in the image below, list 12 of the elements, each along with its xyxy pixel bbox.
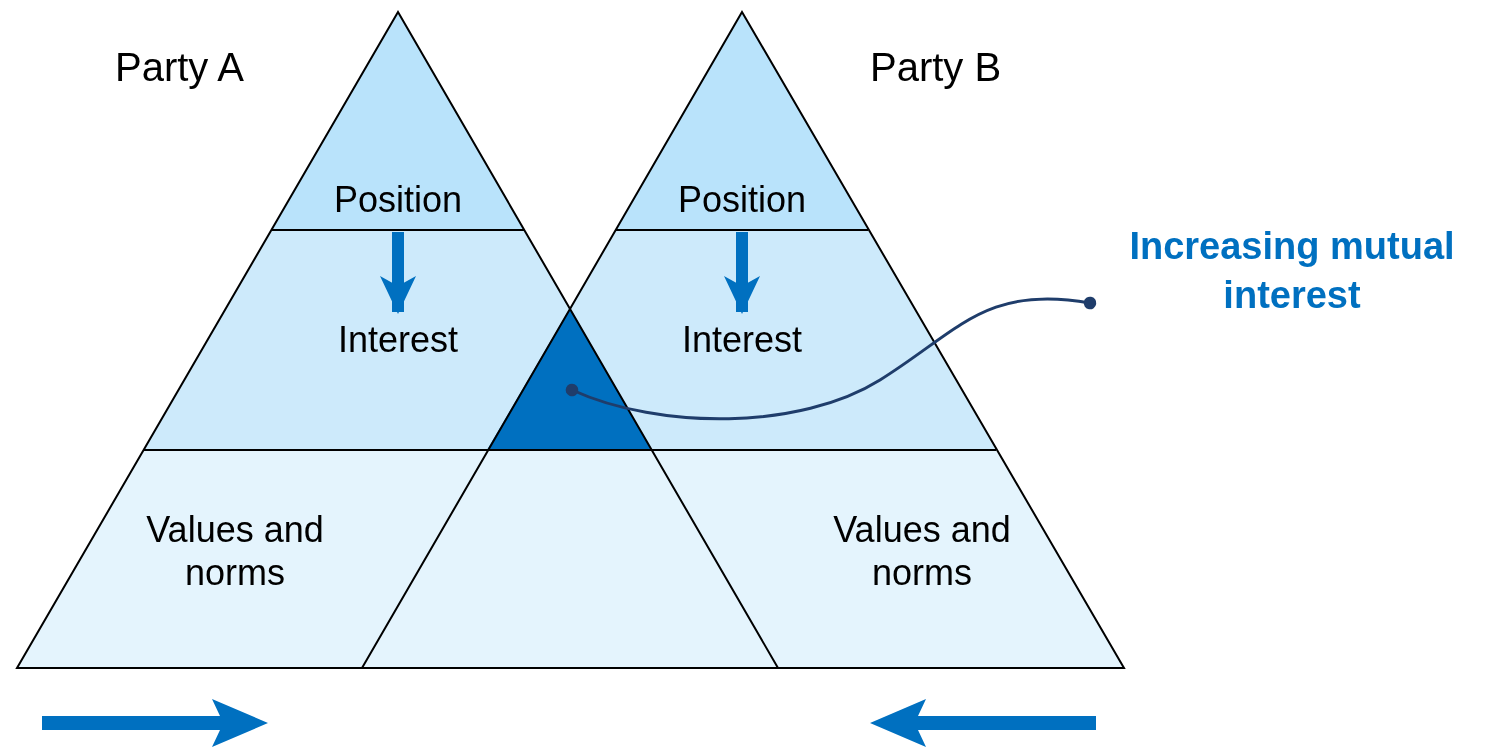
party-label: Party B	[870, 45, 1002, 90]
callout-text: Increasing mutual interest	[1092, 222, 1492, 332]
band-label: Interest	[682, 318, 803, 362]
band-label: Position	[678, 178, 807, 222]
band-label: Values and norms	[145, 508, 325, 595]
band-label: Values and norms	[832, 508, 1012, 595]
band-label: Interest	[338, 318, 459, 362]
party-label: Party A	[115, 45, 244, 90]
arrow	[380, 232, 416, 314]
arrow	[724, 232, 760, 314]
band-label: Position	[334, 178, 463, 222]
leader-line	[565, 296, 1097, 421]
